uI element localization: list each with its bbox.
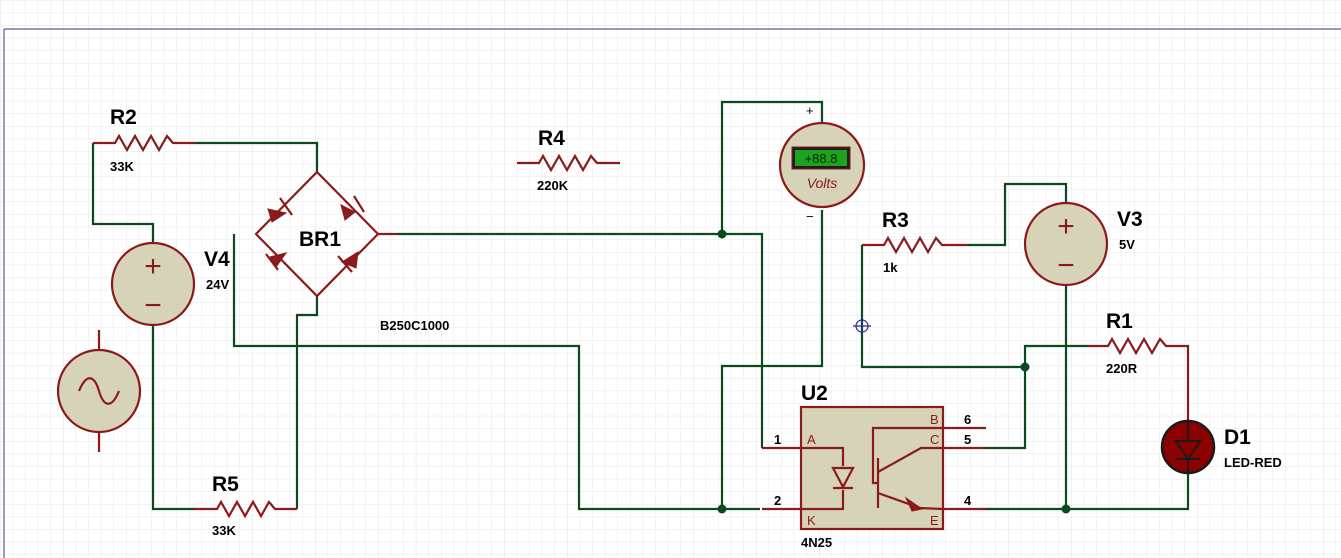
r3-ref: R3 xyxy=(882,209,909,232)
u2-value: 4N25 xyxy=(801,535,832,550)
junction-dot xyxy=(717,504,727,514)
r4-value: 220K xyxy=(537,178,569,193)
crosshair-cursor-icon xyxy=(853,317,871,335)
r1-ref: R1 xyxy=(1106,310,1133,333)
u2-pin-2: 2 xyxy=(774,493,781,508)
v3-plus-sign: + xyxy=(1057,210,1075,243)
diode-icon xyxy=(267,197,293,223)
u2-pin-a-label: A xyxy=(807,432,816,447)
r2-value: 33K xyxy=(110,159,134,174)
sheet-border xyxy=(3,28,1341,558)
bridge-rectifier-br1[interactable]: BR1 B250C1000 xyxy=(254,170,449,333)
resistor-r1[interactable]: R1 220R xyxy=(1088,310,1190,420)
junction-dot xyxy=(717,229,727,239)
led-d1[interactable]: D1 LED-RED xyxy=(1160,419,1282,475)
d1-value: LED-RED xyxy=(1224,455,1282,470)
voltmeter-minus: − xyxy=(806,209,814,224)
dc-source-v3[interactable]: + − V3 5V xyxy=(1023,201,1143,287)
u2-pin-5: 5 xyxy=(964,432,971,447)
voltmeter-display: +88.8 xyxy=(805,151,838,166)
d1-ref: D1 xyxy=(1224,426,1251,449)
ac-source[interactable] xyxy=(56,330,142,452)
dc-source-v4[interactable]: + − V4 24V xyxy=(110,241,230,327)
u2-pin-1: 1 xyxy=(774,432,781,447)
optocoupler-u2[interactable]: A K B C E 1 2 6 5 4 U2 4N25 xyxy=(762,382,986,550)
r1-value: 220R xyxy=(1106,361,1138,376)
v3-value: 5V xyxy=(1119,237,1135,252)
r5-value: 33K xyxy=(212,523,236,538)
br1-value: B250C1000 xyxy=(380,318,449,333)
resistor-r3[interactable]: R3 1k xyxy=(862,209,968,275)
u2-pin-b-label: B xyxy=(930,412,939,427)
u2-pin-e-label: E xyxy=(930,513,939,528)
resistor-r2[interactable]: R2 33K xyxy=(93,106,195,174)
diode-icon xyxy=(337,251,359,273)
u2-ref: U2 xyxy=(801,382,828,405)
r4-ref: R4 xyxy=(538,127,565,150)
voltmeter[interactable]: +88.8 Volts + − xyxy=(778,103,866,224)
diode-icon xyxy=(265,252,288,271)
sine-wave-icon xyxy=(77,377,121,405)
v4-minus-sign: − xyxy=(144,289,162,322)
r3-value: 1k xyxy=(883,260,898,275)
u2-pin-4: 4 xyxy=(964,493,972,508)
r2-ref: R2 xyxy=(110,106,137,129)
u2-pin-c-label: C xyxy=(930,432,939,447)
r5-ref: R5 xyxy=(212,473,239,496)
voltmeter-unit: Volts xyxy=(807,175,838,191)
junction-dot xyxy=(1020,362,1030,372)
diode-icon xyxy=(340,195,365,221)
v4-ref: V4 xyxy=(204,248,230,271)
v3-ref: V3 xyxy=(1117,208,1143,231)
v4-value: 24V xyxy=(206,277,229,292)
voltmeter-plus: + xyxy=(806,103,814,118)
resistor-r4[interactable]: R4 220K xyxy=(517,127,620,193)
br1-ref: BR1 xyxy=(299,228,341,251)
v3-minus-sign: − xyxy=(1057,249,1075,282)
v4-plus-sign: + xyxy=(144,250,162,283)
junction-dot xyxy=(1061,504,1071,514)
u2-pin-6: 6 xyxy=(964,412,971,427)
resistor-r5[interactable]: R5 33K xyxy=(195,473,297,538)
u2-pin-k-label: K xyxy=(807,513,816,528)
junctions xyxy=(717,229,1071,514)
wires xyxy=(91,100,1190,511)
